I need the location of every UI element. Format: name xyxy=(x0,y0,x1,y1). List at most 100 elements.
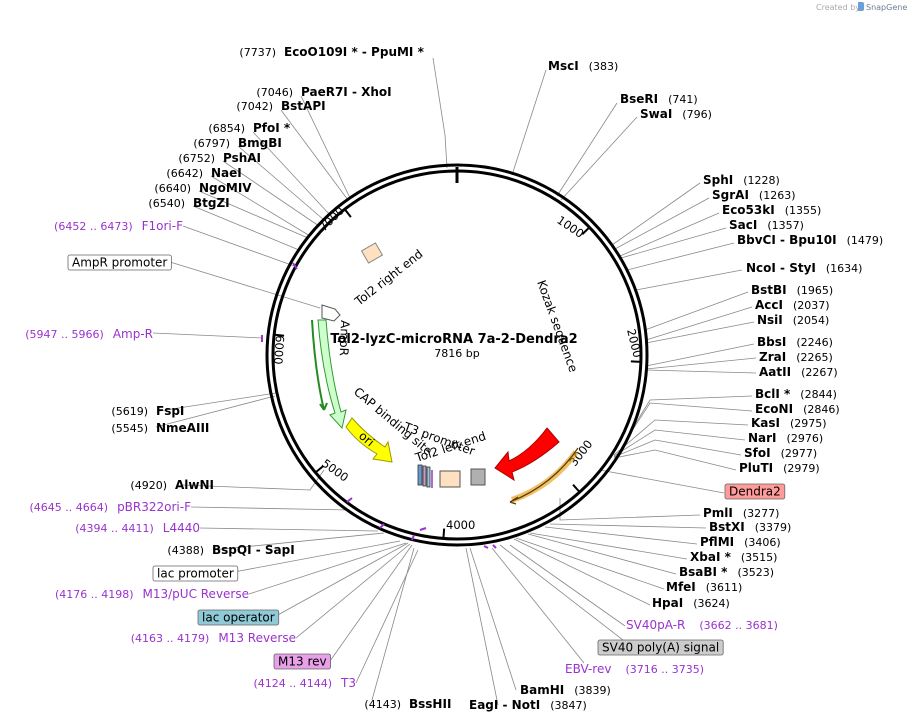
feature-dendra2[interactable] xyxy=(494,427,560,482)
site-sphi[interactable]: SphI(1228) xyxy=(703,173,780,187)
feature-ampr[interactable] xyxy=(311,319,347,430)
primer-l4440[interactable]: L4440(4394 .. 4411) xyxy=(75,521,200,535)
site-eco53ki[interactable]: Eco53kI(1355) xyxy=(722,203,821,217)
site-pfoi[interactable]: PfoI *(6854) xyxy=(208,121,290,135)
site-aatii[interactable]: AatII(2267) xyxy=(759,365,838,379)
primer-sv40par[interactable]: SV40pA-R(3662 .. 3681) xyxy=(626,618,778,632)
site-fspi[interactable]: FspI(5619) xyxy=(111,404,184,418)
site-swai[interactable]: SwaI(796) xyxy=(640,107,712,121)
primer-t3[interactable]: T3(4124 .. 4144) xyxy=(253,676,356,690)
primer-range: (3662 .. 3681) xyxy=(699,619,778,632)
site-position: (2975) xyxy=(790,417,827,430)
feature-box-bg xyxy=(67,254,172,271)
site-name: EcoO109I * - PpuMI * xyxy=(284,45,425,59)
leader-lacpromoter xyxy=(233,540,401,573)
site-bamhi[interactable]: BamHI(3839) xyxy=(520,683,611,697)
site-bbsi[interactable]: BbsI(2246) xyxy=(757,335,833,349)
feature-box-dendra2[interactable]: Dendra2 xyxy=(724,483,786,500)
site-position: (1479) xyxy=(847,234,884,247)
site-name: NcoI - StyI xyxy=(746,261,816,275)
site-xbai[interactable]: XbaI *(3515) xyxy=(690,550,777,564)
site-ncoi[interactable]: NcoI - StyI(1634) xyxy=(746,261,862,275)
site-saci[interactable]: SacI(1357) xyxy=(729,218,804,232)
leader-bamhi xyxy=(469,547,517,691)
site-hpai[interactable]: HpaI(3624) xyxy=(652,596,730,610)
primer-marks xyxy=(261,262,497,549)
leader-bmgbi xyxy=(237,145,325,221)
site-position: (2054) xyxy=(793,314,830,327)
feature-t3-promoter xyxy=(439,470,461,488)
primer-name: M13 Reverse xyxy=(218,631,296,645)
leader-bstapi xyxy=(280,109,349,201)
site-kasi[interactable]: KasI(2975) xyxy=(751,416,827,430)
site-msci[interactable]: MscI(383) xyxy=(548,59,618,73)
leader-l4440 xyxy=(199,527,379,532)
inner-label-ampr: AmpR xyxy=(337,320,352,356)
site-econi[interactable]: EcoNI(2846) xyxy=(755,402,840,416)
site-bspqi[interactable]: BspQI - SapI(4388) xyxy=(167,543,294,557)
primer-pbr322orif[interactable]: pBR322ori-F(4645 .. 4664) xyxy=(30,500,192,514)
site-btgzi[interactable]: BtgZI(6540) xyxy=(148,196,229,210)
site-name: ZraI xyxy=(759,350,786,364)
feature-box-sv40polyasignal[interactable]: SV40 poly(A) signal xyxy=(597,639,724,656)
site-name: PshAI xyxy=(223,151,261,165)
feature-box-amprpromoter[interactable]: AmpR promoter xyxy=(67,254,172,271)
site-paer7i[interactable]: PaeR7I - XhoI(7046) xyxy=(256,85,391,99)
site-eagi[interactable]: EagI - NotI(3847) xyxy=(469,698,587,712)
leader-lacoperator xyxy=(275,542,409,617)
feature-box-bg xyxy=(152,565,239,582)
site-bseri[interactable]: BseRI(741) xyxy=(620,92,698,106)
site-alwni[interactable]: AlwNI(4920) xyxy=(130,478,214,492)
site-position: (6640) xyxy=(154,182,191,195)
site-nari[interactable]: NarI(2976) xyxy=(748,431,823,445)
leader-ebvrev xyxy=(491,547,585,664)
site-pluti[interactable]: PluTI(2979) xyxy=(739,461,820,475)
site-bsabi[interactable]: BsaBI *(3523) xyxy=(679,565,774,579)
feature-box-lacoperator[interactable]: lac operator xyxy=(197,609,280,626)
feature-box-lacpromoter[interactable]: lac promoter xyxy=(152,565,239,582)
site-bsshii[interactable]: BssHII(4143) xyxy=(364,697,451,711)
site-name: NmeAIII xyxy=(156,421,209,435)
primer-f1orif[interactable]: F1ori-F(6452 .. 6473) xyxy=(54,219,183,233)
site-pshai[interactable]: PshAI(6752) xyxy=(178,151,261,165)
site-bstbi[interactable]: BstBI(1965) xyxy=(751,283,833,297)
site-nsii[interactable]: NsiI(2054) xyxy=(757,313,829,327)
leader-ampr-promoter xyxy=(169,261,321,309)
site-bstxi[interactable]: BstXI(3379) xyxy=(709,520,791,534)
site-sgrai[interactable]: SgrAI(1263) xyxy=(712,188,795,202)
site-acci[interactable]: AccI(2037) xyxy=(755,298,830,312)
site-position: (3847) xyxy=(550,699,587,712)
site-position: (4143) xyxy=(364,698,401,711)
site-bstapi[interactable]: BstAPI(7042) xyxy=(236,99,325,113)
site-pflmi[interactable]: PflMI(3406) xyxy=(700,535,781,549)
site-naei[interactable]: NaeI(6642) xyxy=(166,166,241,180)
site-sfoi[interactable]: SfoI(2977) xyxy=(744,446,817,460)
feature-box-label: SV40 poly(A) signal xyxy=(602,641,719,655)
primer-name: Amp-R xyxy=(113,327,153,341)
site-zrai[interactable]: ZraI (2265) xyxy=(759,350,833,364)
tick-1000 xyxy=(581,227,590,235)
site-bbvci[interactable]: BbvCI - Bpu10I(1479) xyxy=(737,233,883,247)
site-mfei[interactable]: MfeI(3611) xyxy=(666,580,742,594)
site-bcli[interactable]: BclI *(2844) xyxy=(755,387,837,401)
site-name: BstAPI xyxy=(281,99,326,113)
site-ecoo109i[interactable]: (7737)EcoO109I * - PpuMI * xyxy=(239,45,424,59)
feature-ori[interactable] xyxy=(345,417,393,463)
site-position: (2265) xyxy=(796,351,833,364)
site-pmli[interactable]: PmlI(3277) xyxy=(703,506,779,520)
leader-eco53ki xyxy=(619,212,720,257)
primer-ampr[interactable]: Amp-R(5947 .. 5966) xyxy=(25,327,153,341)
primer-ebvrev[interactable]: EBV-rev(3716 .. 3735) xyxy=(565,662,704,676)
leader-dendra2 xyxy=(599,469,725,494)
site-position: (2246) xyxy=(796,336,833,349)
site-position: (5619) xyxy=(111,405,148,418)
primer-m13reverse[interactable]: M13 Reverse(4163 .. 4179) xyxy=(131,631,296,645)
leader-nari xyxy=(613,429,746,457)
site-nmeaiii[interactable]: NmeAIII(5545) xyxy=(111,421,209,435)
feature-box-m13rev[interactable]: M13 rev xyxy=(273,653,331,670)
site-name: AatII xyxy=(759,365,791,379)
site-ngomiv[interactable]: NgoMIV(6640) xyxy=(154,181,252,195)
primer-m13pucreverse[interactable]: M13/pUC Reverse(4176 .. 4198) xyxy=(55,587,249,601)
site-position: (3277) xyxy=(743,507,780,520)
site-bmgbi[interactable]: BmgBI(6797) xyxy=(193,136,281,150)
